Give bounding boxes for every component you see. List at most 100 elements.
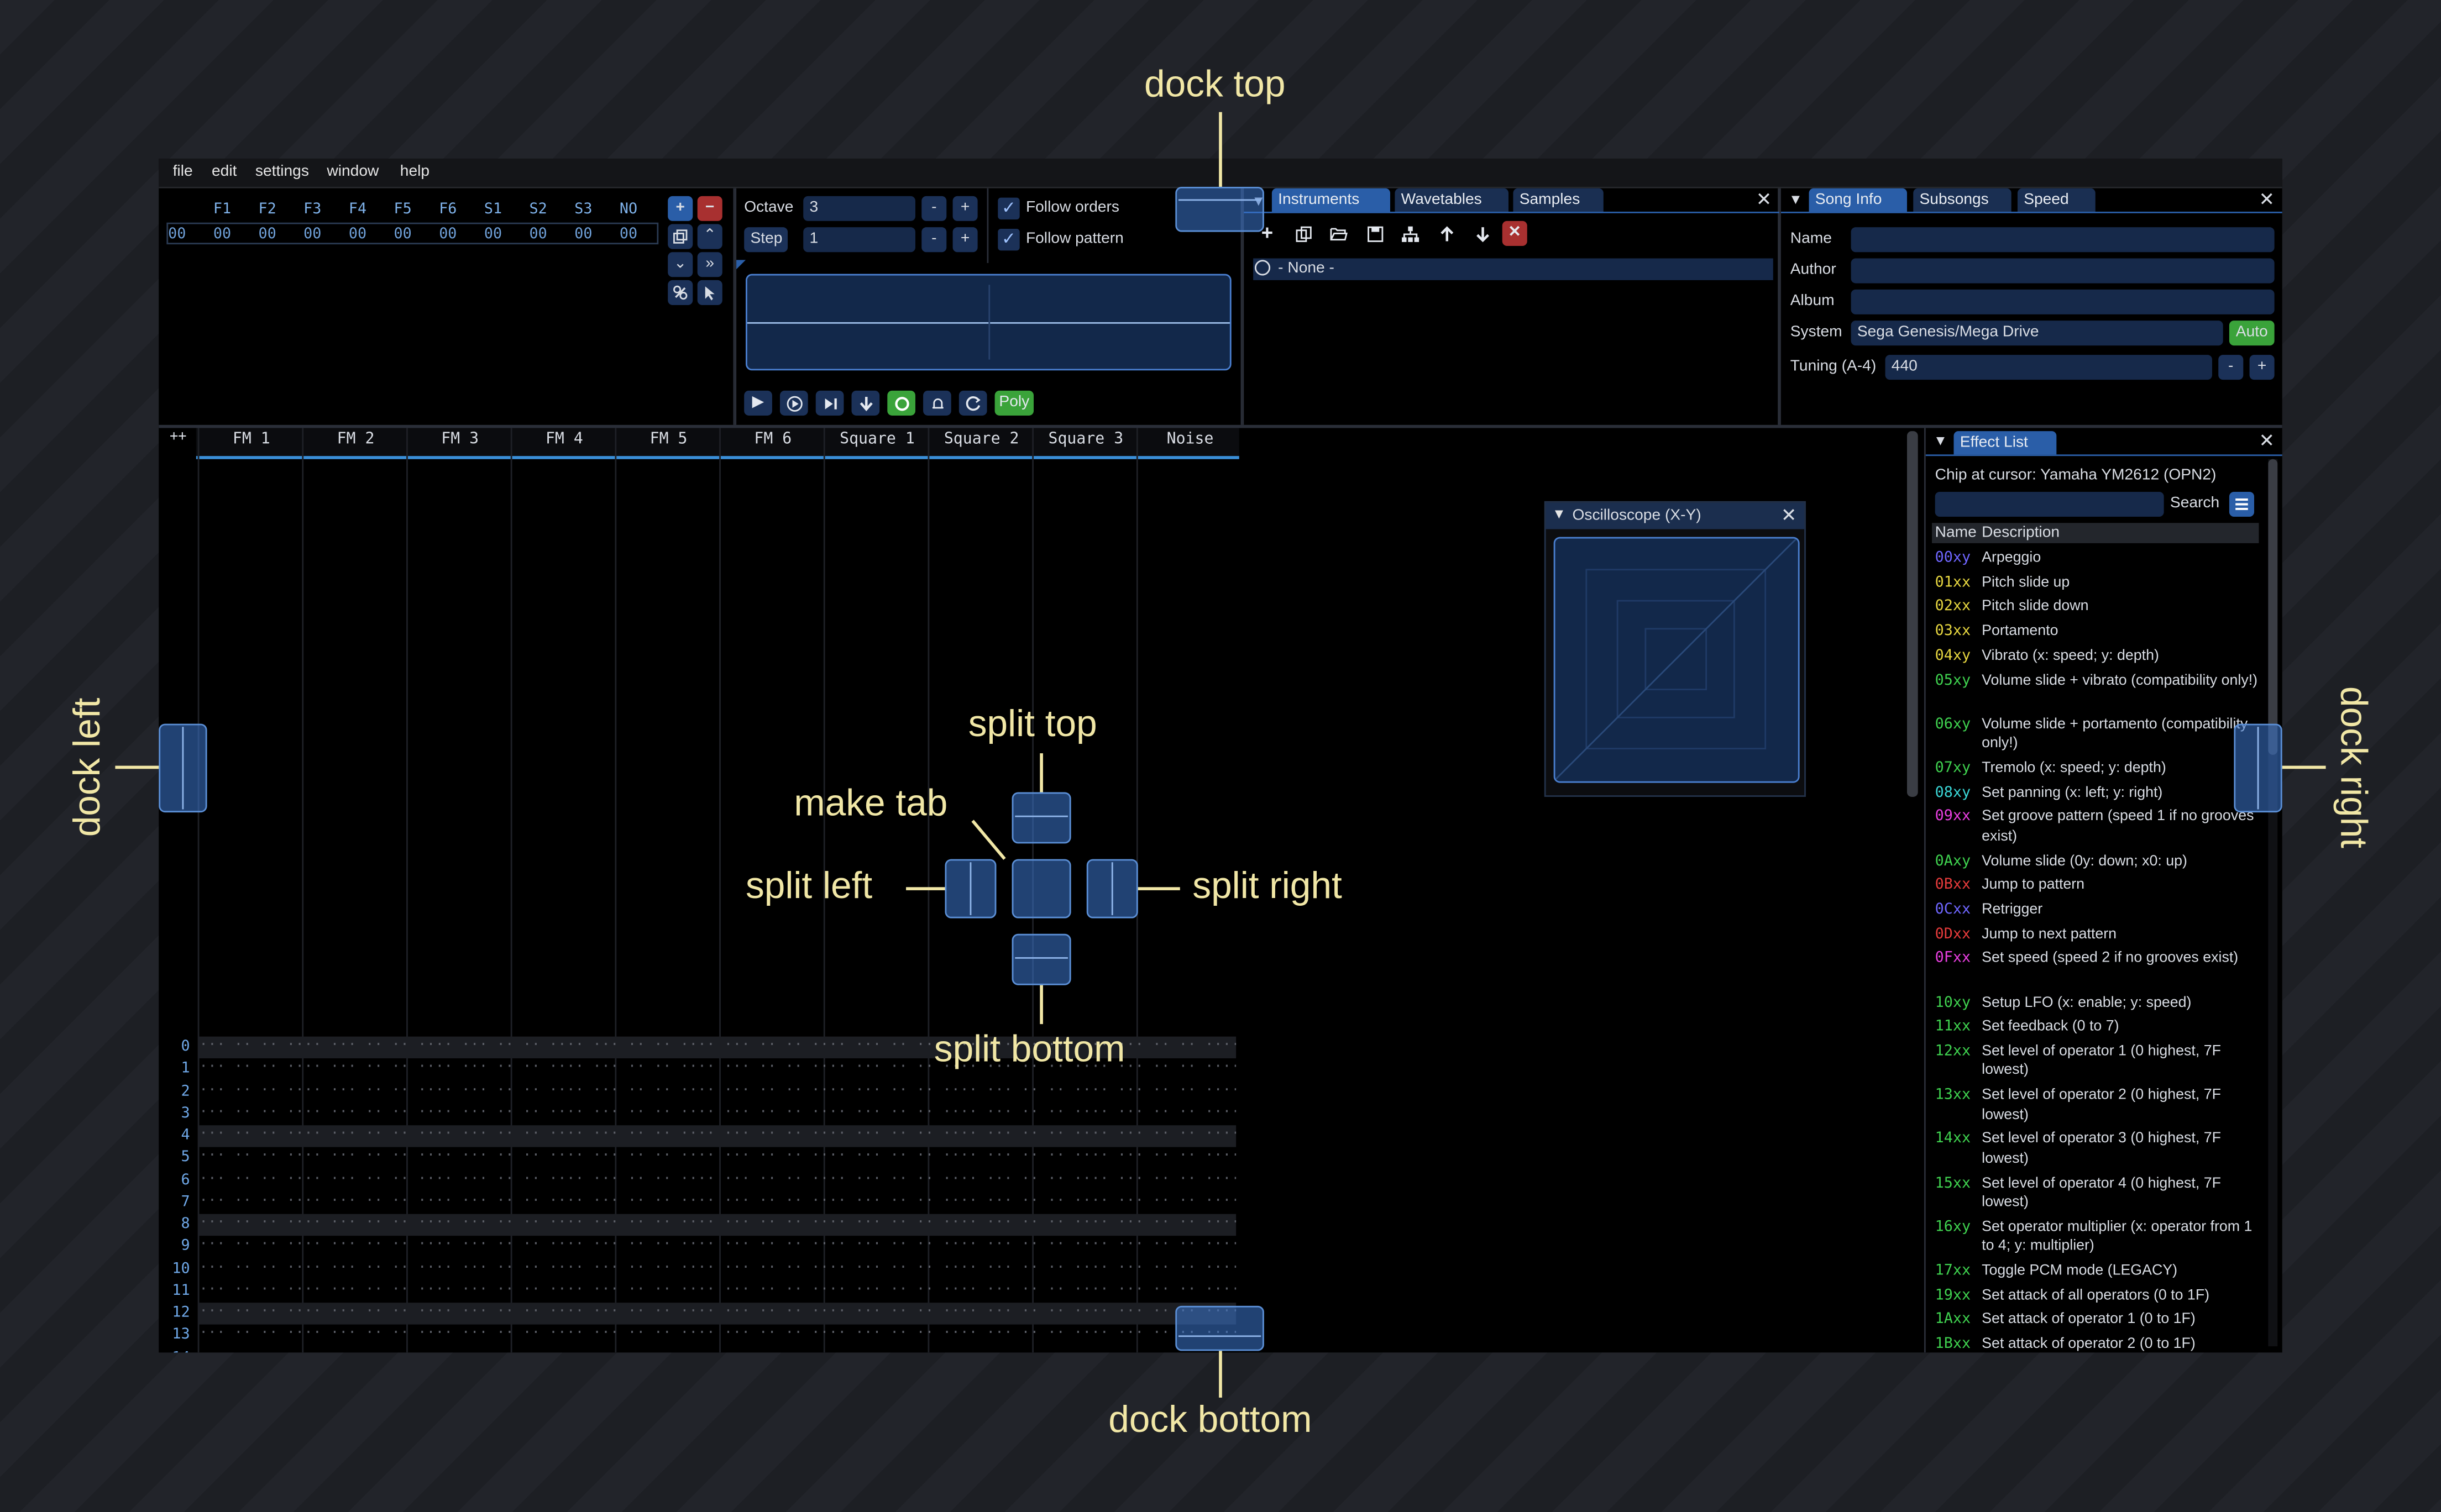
pattern-row[interactable]: ··· ·· ·· ···· ··· ·· ·· ···· ··· ·· ·· …	[199, 1060, 1236, 1076]
octave-minus-button[interactable]: -	[921, 196, 947, 221]
metronome-button[interactable]	[923, 390, 951, 416]
octave-plus-button[interactable]: +	[952, 196, 978, 221]
order-cell[interactable]: 00	[619, 225, 638, 243]
order-cell[interactable]: 00	[574, 225, 593, 243]
pattern-row[interactable]: ··· ·· ·· ···· ··· ·· ·· ···· ··· ·· ·· …	[199, 1127, 1236, 1143]
pattern-corner-button[interactable]: ++	[169, 429, 187, 445]
tuning-plus-button[interactable]: +	[2249, 355, 2275, 380]
step-one-row-button[interactable]	[815, 390, 844, 416]
tab-effect-list[interactable]: Effect List	[1953, 431, 2057, 455]
pattern-row[interactable]: ··· ·· ·· ···· ··· ·· ·· ···· ··· ·· ·· …	[199, 1104, 1236, 1121]
order-cell[interactable]: 00	[529, 225, 547, 243]
channel-header[interactable]: Square 1	[840, 431, 915, 449]
order-cell[interactable]: 00	[348, 225, 367, 243]
step-minus-button[interactable]: -	[921, 227, 947, 253]
follow-orders-checkbox[interactable]: ✓	[998, 197, 1020, 220]
author-input[interactable]	[1851, 258, 2275, 284]
tab-subsongs[interactable]: Subsongs	[1913, 188, 2012, 212]
tuning-input[interactable]: 440	[1885, 355, 2212, 380]
order-cursor-button[interactable]	[697, 280, 722, 305]
follow-pattern-checkbox[interactable]: ✓	[998, 228, 1020, 251]
tab-speed[interactable]: Speed	[2017, 188, 2096, 212]
order-row[interactable]	[166, 222, 659, 245]
oscilloscope-titlebar[interactable]: ▼ Oscilloscope (X-Y) ✕	[1546, 502, 1805, 529]
repeat-button[interactable]	[958, 390, 987, 416]
tab-samples[interactable]: Samples	[1513, 188, 1604, 212]
order-cell[interactable]: 00	[484, 225, 502, 243]
pattern-row[interactable]: ··· ·· ·· ···· ··· ·· ·· ···· ··· ·· ·· …	[199, 1282, 1236, 1298]
pattern-row[interactable]: ··· ·· ·· ···· ··· ·· ·· ···· ··· ·· ·· …	[199, 1171, 1236, 1187]
order-end-button[interactable]: »	[697, 252, 722, 277]
order-link-button[interactable]	[668, 280, 693, 305]
order-cell[interactable]: 00	[168, 225, 186, 243]
channel-header[interactable]: Square 3	[1048, 431, 1124, 449]
open-instrument-button[interactable]	[1325, 221, 1353, 246]
close-icon[interactable]: ✕	[1780, 504, 1797, 526]
duplicate-order-button[interactable]	[668, 224, 693, 249]
add-order-button[interactable]: +	[668, 196, 693, 221]
octave-input[interactable]: 3	[803, 196, 915, 221]
record-button[interactable]	[887, 390, 915, 416]
duplicate-instrument-button[interactable]	[1289, 221, 1317, 246]
poly-button[interactable]: Poly	[994, 390, 1034, 416]
tab-song-info[interactable]: Song Info	[1809, 188, 1907, 212]
menu-file[interactable]: file	[172, 163, 193, 181]
channel-header[interactable]: FM 3	[441, 431, 479, 449]
channel-header[interactable]: Square 2	[944, 431, 1019, 449]
album-input[interactable]	[1851, 289, 2275, 314]
tab-instruments[interactable]: Instruments	[1271, 188, 1390, 212]
step-plus-button[interactable]: +	[952, 227, 978, 253]
channel-header[interactable]: FM 2	[337, 431, 375, 449]
pattern-row[interactable]: ··· ·· ·· ···· ··· ·· ·· ···· ··· ·· ·· …	[199, 1149, 1236, 1165]
effect-filter-button[interactable]	[2229, 491, 2255, 517]
save-instrument-button[interactable]	[1360, 221, 1389, 246]
effect-search-input[interactable]	[1935, 491, 2164, 517]
move-order-down-button[interactable]: ⌄	[668, 252, 693, 277]
pattern-row[interactable]: ··· ·· ·· ···· ··· ·· ·· ···· ··· ·· ·· …	[199, 1215, 1236, 1231]
close-icon[interactable]: ✕	[1756, 188, 1772, 211]
pattern-row[interactable]: ··· ·· ·· ···· ··· ·· ·· ···· ··· ·· ·· …	[199, 1348, 1236, 1352]
order-cell[interactable]: 00	[213, 225, 232, 243]
play-button[interactable]: ▶	[744, 390, 772, 416]
close-icon[interactable]: ✕	[2259, 429, 2275, 452]
oscilloscope-xy-window[interactable]: ▼ Oscilloscope (X-Y) ✕	[1544, 501, 1806, 797]
split-top-target[interactable]	[1012, 792, 1071, 844]
collapse-arrow-icon[interactable]: ▼	[1933, 432, 1947, 449]
channel-header[interactable]: Noise	[1166, 431, 1214, 449]
pattern-row[interactable]: ··· ·· ·· ···· ··· ·· ·· ···· ··· ·· ·· …	[199, 1259, 1236, 1275]
pattern-row[interactable]: ··· ·· ·· ···· ··· ·· ·· ···· ··· ·· ·· …	[199, 1304, 1236, 1320]
menu-help[interactable]: help	[400, 163, 430, 181]
channel-header[interactable]: FM 5	[649, 431, 688, 449]
instrument-tree-button[interactable]	[1396, 221, 1424, 246]
dock-top-target[interactable]	[1175, 186, 1264, 232]
pattern-row[interactable]: ··· ·· ·· ···· ··· ·· ·· ···· ··· ·· ·· …	[199, 1326, 1236, 1342]
scrollbar-thumb[interactable]	[2268, 459, 2278, 755]
step-label[interactable]: Step	[744, 227, 788, 253]
order-cell[interactable]: 00	[394, 225, 412, 243]
split-bottom-target[interactable]	[1012, 933, 1071, 985]
pattern-scrollbar[interactable]	[1906, 431, 1918, 797]
menu-settings[interactable]: settings	[255, 163, 309, 181]
move-instrument-down-button[interactable]	[1468, 221, 1496, 246]
channel-header[interactable]: FM 6	[754, 431, 792, 449]
channel-header[interactable]: FM 1	[232, 431, 270, 449]
